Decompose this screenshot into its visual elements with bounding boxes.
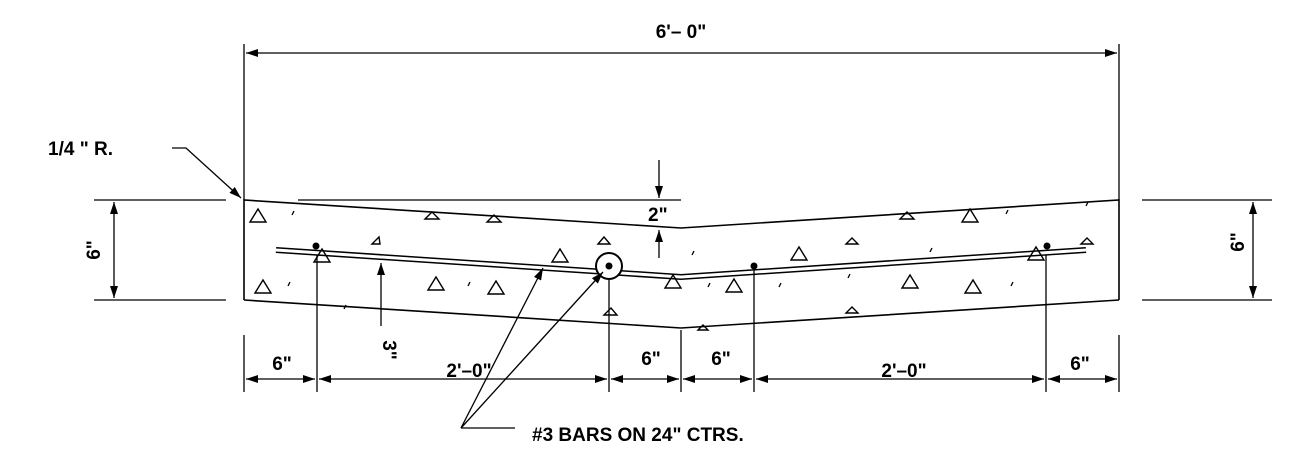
hatch-tick — [291, 210, 295, 216]
aggregate-mark — [602, 306, 619, 316]
bottom-center-right-label: 6" — [711, 349, 731, 370]
bottom-right-edge-label: 6" — [1070, 354, 1090, 375]
overall-width-dimension: 6'– 0" — [243, 22, 1120, 200]
aggregate-mark — [370, 235, 381, 245]
rebar — [275, 242, 1087, 281]
hatch-tick — [847, 273, 851, 279]
overall-width-label: 6'– 0" — [656, 22, 707, 43]
bottom-left-span-label: 2'–0" — [446, 361, 491, 382]
center-drop-dimension: 2" — [648, 160, 668, 258]
aggregate-hatch — [248, 201, 1095, 331]
aggregate-mark — [1079, 237, 1095, 245]
rebar-leader-1 — [460, 267, 544, 429]
corner-radius-callout: 1/4 " R. — [48, 139, 242, 199]
bar-dot-4 — [1043, 242, 1051, 250]
rebar-outer — [275, 247, 1087, 281]
hatch-tick — [1005, 209, 1009, 215]
hatch-tick — [691, 250, 695, 256]
bar-dot-1 — [312, 242, 320, 250]
aggregate-mark — [423, 211, 441, 220]
aggregate-mark — [486, 279, 506, 295]
aggregate-mark — [844, 237, 860, 245]
hatch-tick — [1085, 201, 1089, 207]
aggregate-mark — [312, 247, 332, 263]
hatch-tick — [287, 281, 291, 287]
aggregate-mark — [898, 211, 916, 220]
hatch-tick — [707, 282, 711, 288]
corner-radius-label: 1/4 " R. — [48, 139, 113, 160]
hatch-tick — [778, 282, 782, 288]
concrete-slab — [243, 199, 1120, 329]
aggregate-mark — [248, 207, 268, 223]
rebar-label: #3 BARS ON 24" CTRS. — [532, 425, 744, 446]
corner-radius-leader — [172, 147, 242, 199]
right-thickness-dimension: 6" — [1142, 199, 1272, 301]
bar-cover-label: 3" — [378, 340, 399, 360]
transverse-bar-dot — [605, 262, 613, 270]
aggregate-mark — [844, 306, 860, 314]
hatch-tick — [343, 304, 347, 310]
rebar-inner — [275, 248, 1087, 279]
center-drop-label: 2" — [648, 205, 668, 226]
left-thickness-label: 6" — [84, 240, 105, 260]
aggregate-mark — [596, 235, 612, 245]
rebar-leader-2 — [460, 271, 604, 429]
bottom-left-edge-label: 6" — [272, 354, 292, 375]
hatch-tick — [929, 247, 933, 253]
bottom-center-left-label: 6" — [641, 349, 661, 370]
aggregate-mark — [485, 214, 503, 223]
bottom-right-span-label: 2'–0" — [881, 361, 926, 382]
hatch-tick — [467, 281, 471, 287]
bar-cover-dimension: 3" — [377, 263, 399, 360]
slab-top-edge — [243, 199, 1120, 300]
aggregate-mark — [696, 324, 710, 331]
aggregate-mark — [960, 207, 980, 223]
aggregate-mark — [900, 273, 920, 289]
aggregate-mark — [963, 278, 983, 294]
aggregate-mark — [1026, 245, 1046, 261]
aggregate-mark — [550, 247, 570, 263]
rebar-callout: #3 BARS ON 24" CTRS. — [460, 267, 744, 446]
right-thickness-label: 6" — [1228, 232, 1249, 252]
hatch-tick — [1010, 281, 1014, 287]
aggregate-mark — [663, 273, 683, 289]
aggregate-mark — [253, 278, 273, 294]
aggregate-mark — [789, 245, 809, 261]
aggregate-mark — [426, 275, 446, 291]
left-thickness-dimension: 6" — [84, 199, 226, 301]
bottom-dimension-string: 6" 2'–0" 6" 6" 2'–0" 6" — [243, 255, 1120, 392]
aggregate-mark — [724, 277, 744, 293]
bar-dot-3 — [750, 262, 758, 270]
slab-bottom-edge — [243, 299, 1120, 329]
